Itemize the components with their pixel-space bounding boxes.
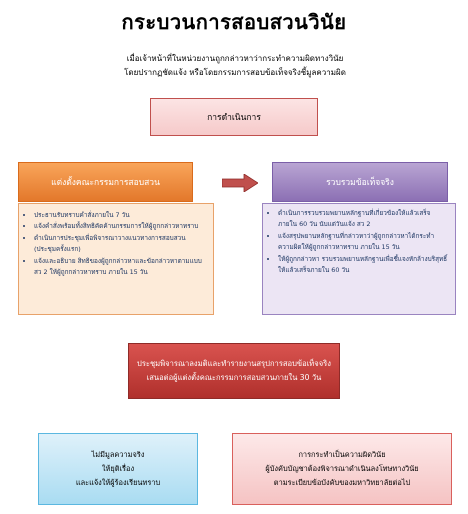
meeting-line-1: ประชุมพิจารณาลงมติและทำรายงานสรุปการสอบข… [137, 359, 331, 368]
right-step-item: ให้ผู้ถูกกล่าวหา รวบรวมพยานหลักฐานเพื่อช… [278, 254, 449, 277]
start-box-label: การดำเนินการ [207, 113, 261, 123]
meeting-line-2: เสนอต่อผู้แต่งตั้งคณะกรรมการสอบสวนภายใน … [146, 373, 322, 382]
outcome-no-fault-box: ไม่มีมูลความจริง ให้ยุติเรื่อง และแจ้งให… [38, 433, 198, 505]
left-step-item: ดำเนินการประชุมเพื่อพิจารณาวางแนวทางการส… [34, 233, 207, 256]
outcome-fault-box: การกระทำเป็นความผิดวินัย ผู้บังคับบัญชาต… [232, 433, 452, 505]
outcome-right-line-3: ตามระเบียบข้อบังคับของมหาวิทยาลัยต่อไป [273, 478, 411, 487]
right-arrow-icon [222, 174, 258, 192]
left-step-item: ประธานรับทราบคำสั่งภายใน 7 วัน [34, 210, 207, 221]
right-step-item: แจ้งสรุปพยานหลักฐานที่กล่าวหาว่าผู้ถูกกล… [278, 231, 449, 254]
left-step-item: แจ้งและอธิบาย สิทธิของผู้ถูกกล่าวหาและข้… [34, 256, 207, 279]
outcome-left-line-3: และแจ้งให้ผู้ร้องเรียนทราบ [75, 478, 161, 487]
meeting-box: ประชุมพิจารณาลงมติและทำรายงานสรุปการสอบข… [128, 343, 340, 399]
outcome-right-line-2: ผู้บังคับบัญชาต้องพิจารณาดำเนินลงโทษทางว… [265, 464, 419, 473]
start-box: การดำเนินการ [150, 98, 318, 136]
outcome-left-line-2: ให้ยุติเรื่อง [101, 464, 135, 473]
intro-line-1: เมื่อเจ้าหน้าที่ในหน่วยงานถูกกล่าวหาว่าก… [126, 54, 344, 63]
intro-line-2: โดยปรากฏชัดแจ้ง หรือโดยกรรมการสอบข้อเท็จ… [124, 68, 346, 77]
left-steps-list: ประธานรับทราบคำสั่งภายใน 7 วัน แจ้งคำสั่… [18, 203, 214, 315]
intro-text: เมื่อเจ้าหน้าที่ในหน่วยงานถูกกล่าวหาว่าก… [40, 52, 430, 80]
left-header-box: แต่งตั้งคณะกรรมการสอบสวน [18, 162, 193, 202]
right-steps-list: ดำเนินการรวบรวมพยานหลักฐานที่เกี่ยวข้องใ… [262, 203, 456, 315]
left-header-label: แต่งตั้งคณะกรรมการสอบสวน [51, 178, 160, 188]
page-title: กระบวนการสอบสวนวินัย [121, 10, 347, 34]
right-header-label: รวบรวมข้อเท็จจริง [326, 178, 394, 188]
outcome-right-line-1: การกระทำเป็นความผิดวินัย [298, 450, 386, 459]
right-step-item: ดำเนินการรวบรวมพยานหลักฐานที่เกี่ยวข้องใ… [278, 208, 449, 231]
right-header-box: รวบรวมข้อเท็จจริง [272, 162, 448, 202]
left-step-item: แจ้งคำสั่งพร้อมทั้งสิทธิคัดค้านกรรมการให… [34, 221, 207, 232]
outcome-left-line-1: ไม่มีมูลความจริง [91, 450, 145, 459]
